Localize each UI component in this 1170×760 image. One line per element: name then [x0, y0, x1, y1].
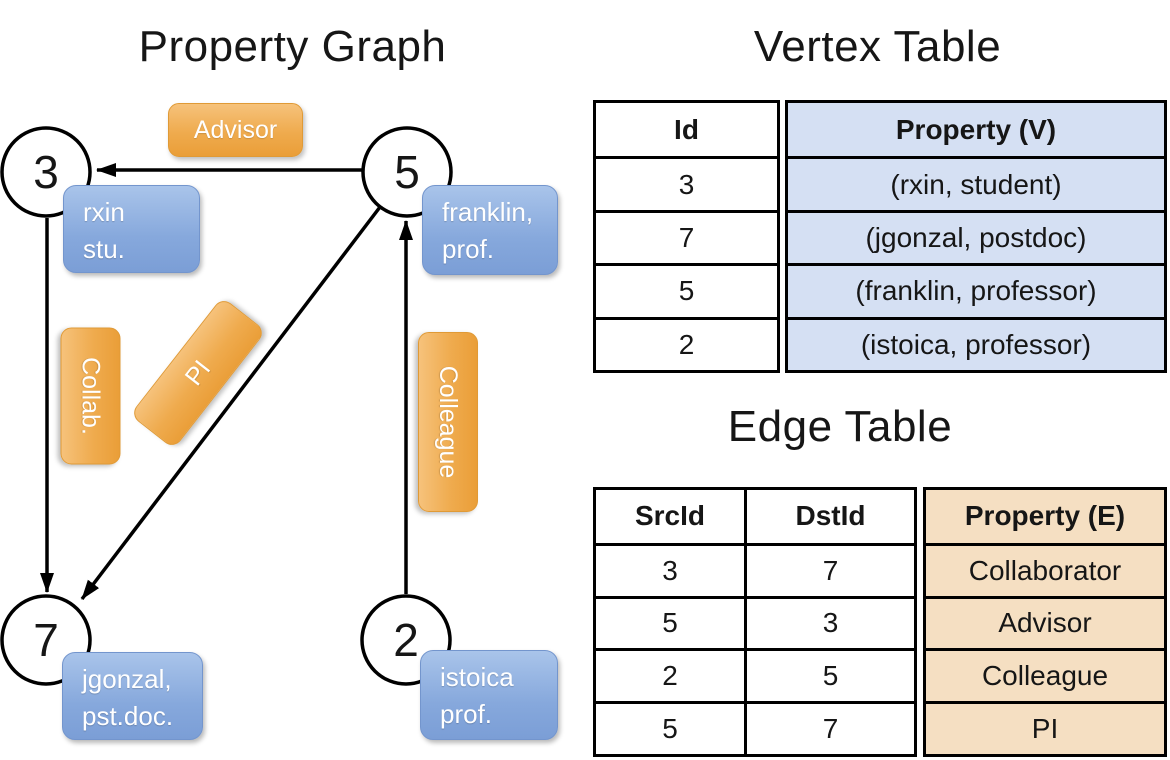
edge-table-dst-cell: 7 [744, 701, 914, 754]
vertex-property-line: franklin, [442, 197, 534, 227]
node-id-3: 3 [33, 146, 59, 198]
edge-label-advisor: Advisor [168, 103, 303, 157]
vertex-table-title: Vertex Table [753, 22, 1002, 71]
vertex-table-id-cell: 7 [596, 209, 777, 263]
vertex-table-property-cell: (rxin, student) [788, 156, 1164, 209]
vertex-table-property-column: Property (V) (rxin, student) (jgonzal, p… [785, 100, 1167, 373]
edge-table-property-header: Property (E) [964, 500, 1126, 532]
vertex-table-property-cell: (jgonzal, postdoc) [788, 209, 1164, 263]
edge-table-property-cell: Colleague [926, 648, 1164, 701]
vertex-table-id-cell: 5 [596, 263, 777, 316]
edge-table-src-cell: 3 [596, 542, 744, 596]
vertex-property-line: prof. [440, 698, 493, 729]
edge-table-dst-cell: 7 [744, 542, 914, 596]
edge-table-dst-header: DstId [744, 490, 914, 543]
vertex-property-box-7: jgonzal, pst.doc. [62, 652, 203, 740]
vertex-table-id-header: Id [674, 113, 699, 145]
edge-table-src-dst-columns: SrcId DstId 3 7 5 3 2 5 5 7 [593, 487, 917, 757]
node-id-7: 7 [33, 614, 59, 666]
edge-table-src-cell: 5 [596, 595, 744, 649]
vertex-table-property-cell: (istoica, professor) [788, 316, 1164, 370]
vertex-table-property-header: Property (V) [895, 113, 1057, 145]
vertex-table-id-column: Id 3 7 5 2 [593, 100, 780, 373]
vertex-property-line: rxin [83, 197, 125, 227]
edge-table-property-column: Property (E) Collaborator Advisor Collea… [923, 487, 1167, 757]
edge-table-property-cell: Advisor [926, 595, 1164, 649]
edge-table-dst-cell: 3 [744, 595, 914, 649]
edge-table-src-cell: 2 [596, 648, 744, 701]
node-id-2: 2 [393, 614, 419, 666]
vertex-table-property-cell: (franklin, professor) [788, 263, 1164, 316]
edge-table-property-cell: PI [926, 701, 1164, 754]
vertex-table-id-cell: 2 [596, 316, 777, 370]
edge-label-colleague: Colleague [418, 332, 478, 512]
vertex-property-box-5: franklin, prof. [422, 185, 558, 275]
edge-table-property-cell: Collaborator [926, 542, 1164, 596]
vertex-property-line: pst.doc. [82, 700, 174, 731]
property-graph-title: Property Graph [138, 22, 447, 71]
edge-label-collab: Collab. [60, 327, 121, 465]
vertex-table-id-cell: 3 [596, 156, 777, 209]
vertex-property-box-2: istoica prof. [420, 650, 558, 740]
vertex-property-line: jgonzal, [82, 664, 172, 694]
edge-table-title: Edge Table [727, 402, 953, 451]
node-id-5: 5 [394, 146, 420, 198]
vertex-property-line: prof. [442, 233, 495, 264]
vertex-property-line: stu. [83, 233, 125, 264]
vertex-property-line: istoica [440, 662, 514, 692]
edge-table-dst-cell: 5 [744, 648, 914, 702]
edge-table-src-cell: 5 [596, 701, 744, 754]
edge-arrow-5-to-7 [80, 205, 382, 601]
edge-table-src-header: SrcId [634, 500, 706, 532]
vertex-property-box-3: rxin stu. [63, 185, 200, 273]
